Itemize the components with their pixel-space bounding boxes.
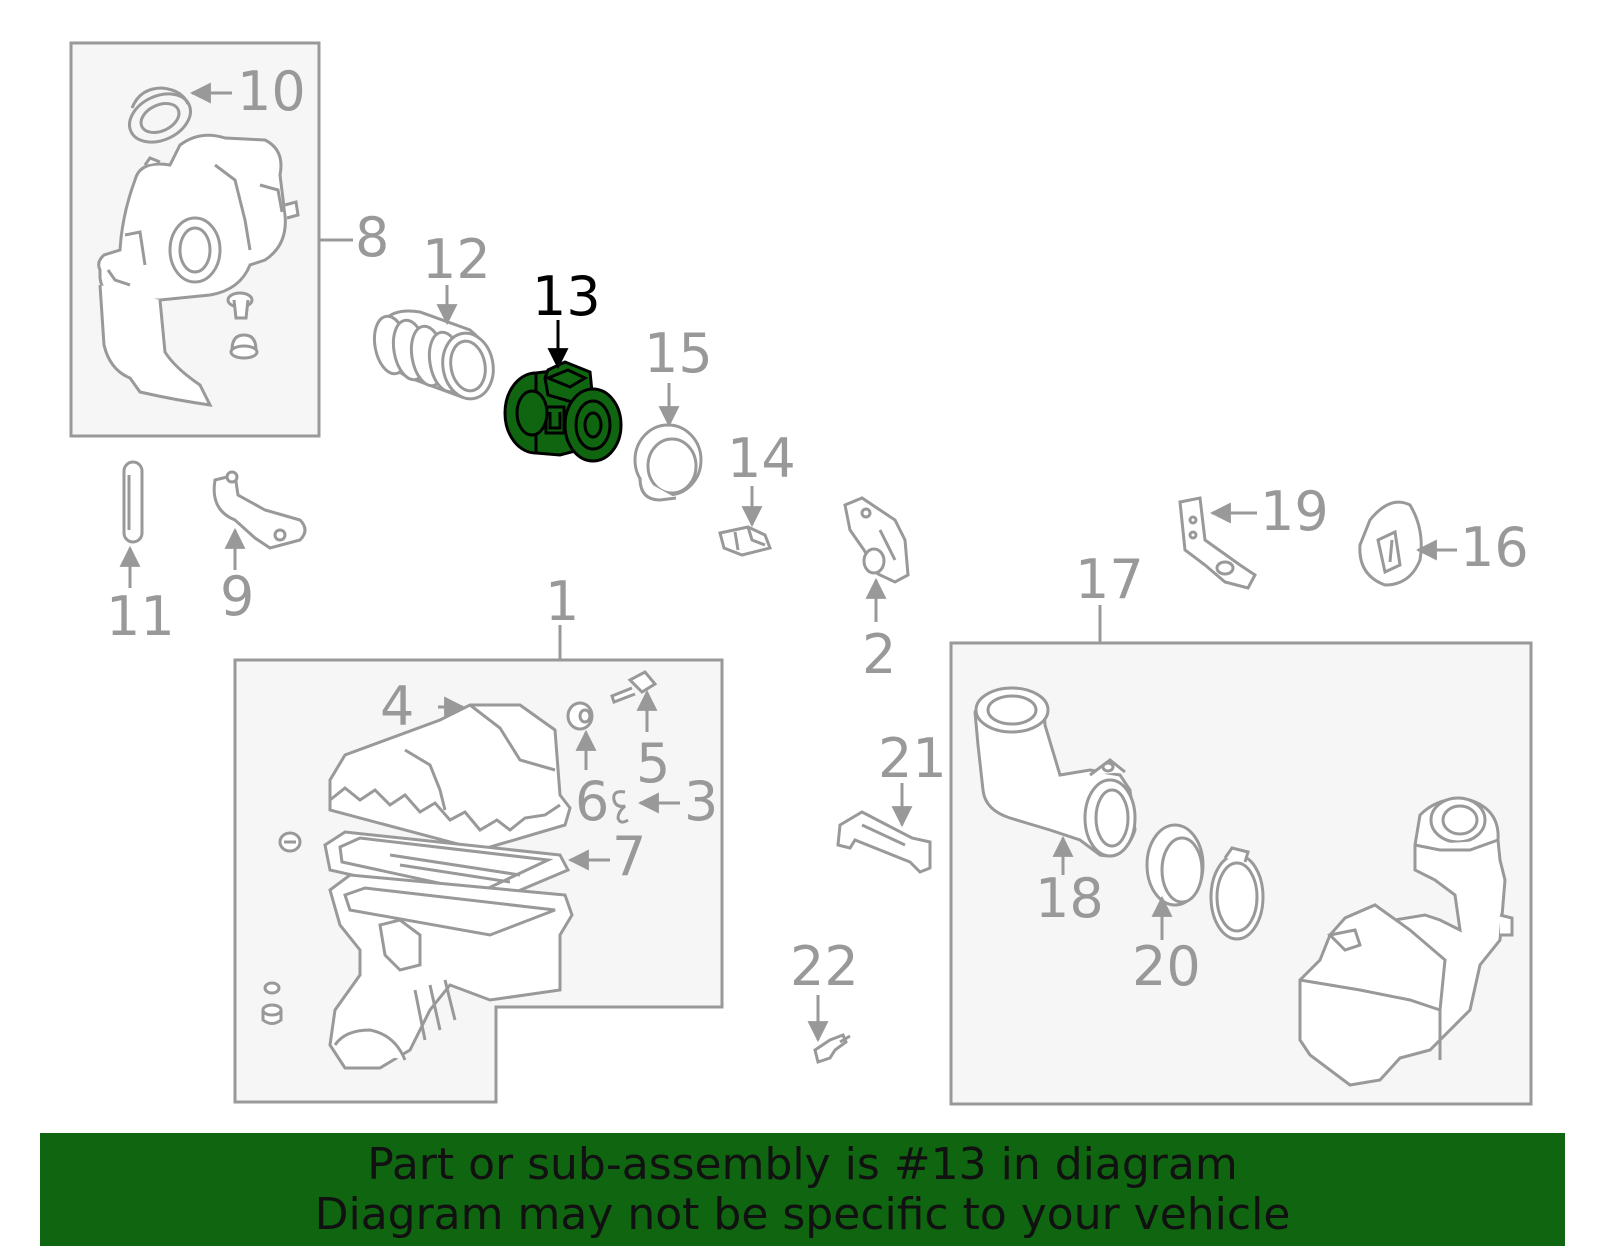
callout-5: 5 [636, 732, 670, 795]
callout-1: 1 [545, 570, 579, 633]
part-22-clip [813, 1033, 851, 1064]
part-10-grommet [128, 86, 192, 144]
part-2-bracket [843, 496, 910, 584]
leader-lines [119, 82, 1457, 1043]
part-5-bolt [610, 670, 658, 704]
part-17-resonator-body [1298, 796, 1514, 1087]
callout-15: 15 [644, 322, 713, 385]
part-11-strip [122, 460, 144, 544]
callout-9: 9 [220, 565, 254, 628]
part-21-bracket [836, 810, 932, 874]
callout-4: 4 [380, 675, 414, 738]
callout-13: 13 [532, 265, 601, 328]
callout-11: 11 [106, 585, 175, 648]
callout-8: 8 [355, 206, 389, 269]
callout-18: 18 [1035, 867, 1104, 930]
part-18-air-duct [973, 686, 1137, 858]
callout-21: 21 [878, 727, 947, 790]
part-8-air-cleaner-cover [97, 133, 300, 407]
part-9-bracket [212, 470, 307, 550]
part-16-cap [1358, 500, 1423, 587]
callout-16: 16 [1460, 516, 1529, 579]
callout-3: 3 [684, 770, 718, 833]
callout-7: 7 [612, 825, 646, 888]
part-8-clips [226, 291, 259, 360]
part-3-clip [612, 790, 629, 824]
callout-6: 6 [575, 770, 609, 833]
callout-20: 20 [1132, 935, 1201, 998]
callout-14: 14 [727, 427, 796, 490]
part-4-upper-case [328, 703, 572, 852]
part-7-filter-element [323, 830, 571, 907]
callout-10: 10 [237, 60, 306, 123]
part-15-seal-ring [633, 423, 703, 502]
part-6-grommet [566, 701, 594, 731]
callout-19: 19 [1260, 480, 1329, 543]
info-banner: Part or sub-assembly is #13 in diagram D… [40, 1133, 1565, 1246]
callout-22: 22 [790, 935, 859, 998]
part-19-bracket [1178, 496, 1257, 590]
part-lower-case [328, 873, 574, 1070]
part-14-clip [718, 525, 773, 557]
part-1-small-fittings [261, 831, 302, 1025]
part-20-seal-and-clamp [1145, 823, 1265, 941]
part-12-intake-hose [372, 309, 495, 401]
callout-12: 12 [422, 228, 491, 291]
banner-line-2: Diagram may not be specific to your vehi… [314, 1188, 1291, 1240]
callout-17: 17 [1075, 548, 1144, 611]
callout-2: 2 [862, 623, 896, 686]
banner-line-1: Part or sub-assembly is #13 in diagram [367, 1138, 1238, 1190]
part-13-airflow-meter[interactable] [503, 360, 623, 463]
